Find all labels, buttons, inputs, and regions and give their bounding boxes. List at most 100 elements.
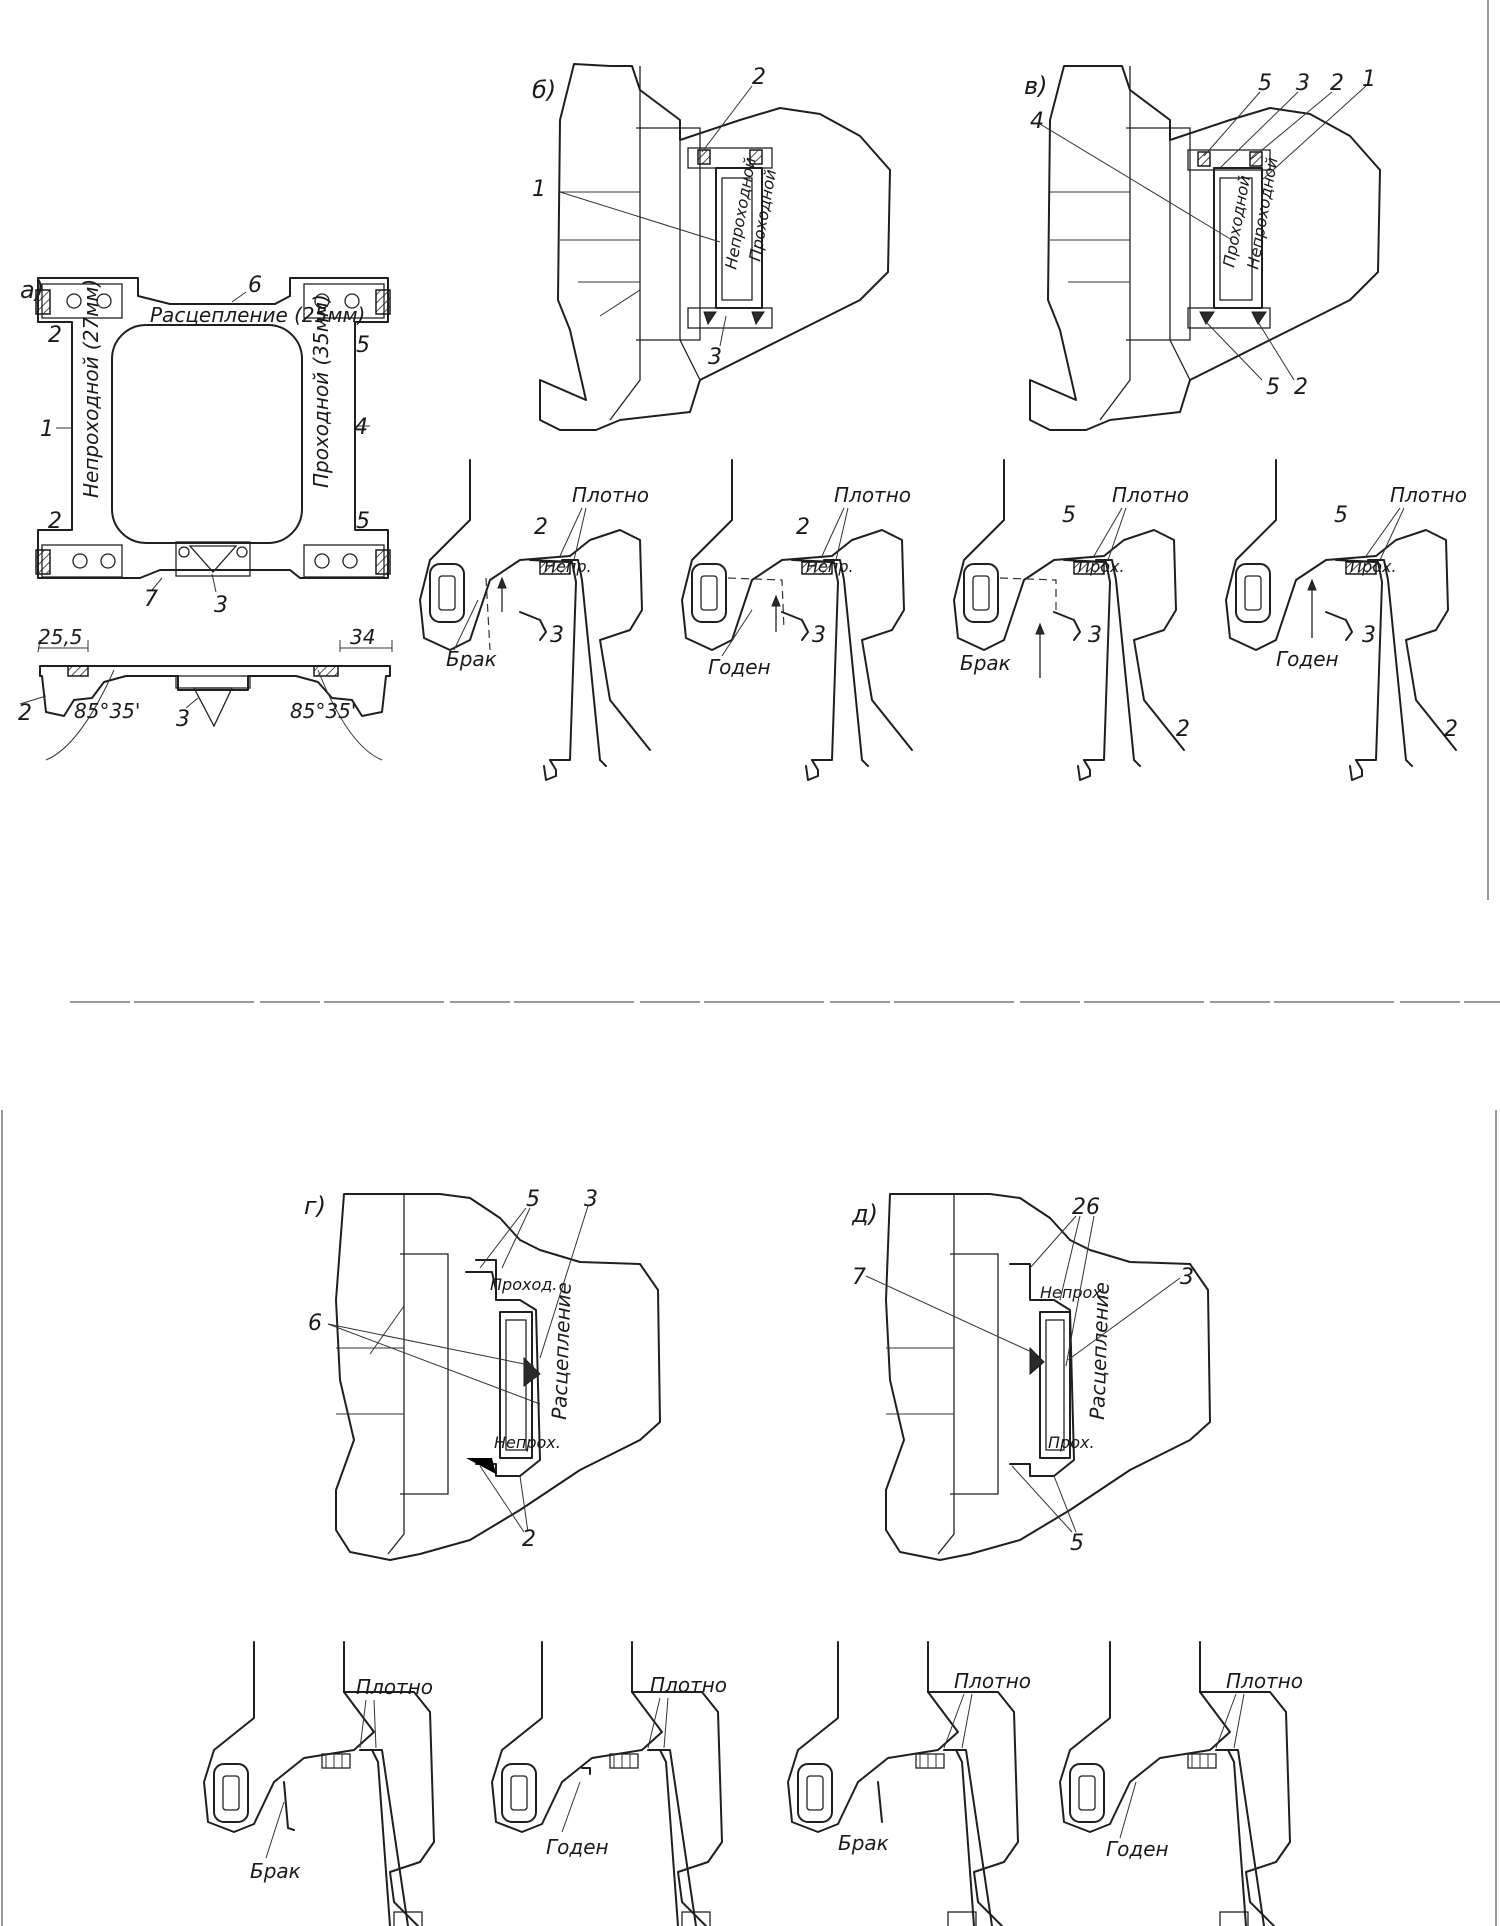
callout-2: 2 <box>48 323 62 348</box>
callout-v-3: 3 <box>1296 71 1310 96</box>
callout-3b: 3 <box>176 707 190 732</box>
detail-r1-1-tight: Плотно <box>572 483 649 507</box>
gauge-angle-right: 85°35' <box>290 699 356 723</box>
detail-r1-3-tight: Плотно <box>1112 483 1189 507</box>
detail-r2-1: Плотно Брак <box>203 1641 435 1926</box>
callout-2c: 2 <box>18 701 32 726</box>
callout-d-6: 6 <box>1086 1195 1100 1220</box>
callout-5b: 5 <box>356 509 370 534</box>
callout-g-3: 3 <box>584 1187 598 1212</box>
callout-1: 1 <box>40 417 54 442</box>
detail-r1-1: Плотно 2 Непр. 3 Брак <box>419 459 651 781</box>
gauge-dim-right: 34 <box>350 625 375 649</box>
detail-r1-4: Плотно 5 Прох. 3 2 Годен <box>1225 459 1467 781</box>
callout-b-3: 3 <box>708 345 722 370</box>
detail-r1-3: Плотно 5 Прох. 3 2 Брак <box>953 459 1190 781</box>
detail-r2-2-tight: Плотно <box>650 1673 727 1697</box>
detail-r1-2-n-mid: 3 <box>812 623 826 648</box>
gauge-plan-view: а) Расцепление (25мм) Непроходно <box>20 273 391 618</box>
detail-r2-2: Плотно Годен <box>491 1641 727 1926</box>
detail-r2-1-tight: Плотно <box>356 1675 433 1699</box>
detail-r2-1-verdict: Брак <box>250 1859 301 1883</box>
callout-v-5b: 5 <box>1266 375 1280 400</box>
gauge-window <box>111 324 303 544</box>
detail-r1-2-n-top: 2 <box>796 515 810 540</box>
gauge-v-side-text-2: Непроходной <box>1243 156 1281 271</box>
callout-v-4: 4 <box>1030 109 1044 134</box>
gauge-angle-left: 85°35' <box>74 699 140 723</box>
detail-r2-3: Плотно Брак <box>787 1641 1031 1926</box>
detail-r1-1-verdict: Брак <box>446 647 497 671</box>
gauge-d-side-text: Расцепление <box>1085 1282 1114 1421</box>
callout-7: 7 <box>144 587 158 612</box>
detail-r1-3-n-bot: 2 <box>1176 717 1190 742</box>
detail-r1-1-n-mid: 3 <box>550 623 564 648</box>
gauge-center-hook <box>175 541 251 577</box>
callout-v-1: 1 <box>1362 67 1376 92</box>
callout-b-2: 2 <box>752 65 766 90</box>
gauge-d-bottom-tag: Прох. <box>1048 1433 1095 1452</box>
detail-r1-3-n-top: 5 <box>1062 503 1076 528</box>
detail-r1-4-n-mid: 3 <box>1362 623 1376 648</box>
callout-v-2: 2 <box>1330 71 1344 96</box>
panel-label-g: г) <box>304 1192 326 1220</box>
callout-g-6: 6 <box>308 1311 322 1336</box>
gauge-corner-studs <box>35 283 391 578</box>
gauge-label-go: Проходной (35мм) <box>309 294 333 488</box>
gauge-g-bottom-tag: Непрох. <box>494 1433 561 1452</box>
detail-row-2: Плотно Брак Плотно Годен <box>203 1641 1303 1926</box>
detail-r1-1-tag: Непр. <box>544 557 592 576</box>
gauge-in-coupler-b: Непроходной Проходной <box>687 147 780 329</box>
callout-d-3: 3 <box>1180 1265 1194 1290</box>
callout-v-2b: 2 <box>1294 375 1308 400</box>
gauge-in-coupler-g: Проход. Непрох. Расцепление <box>465 1259 576 1477</box>
gauge-plate-outline <box>37 277 389 579</box>
callout-d-5: 5 <box>1070 1531 1084 1556</box>
panel-label-v: в) <box>1024 72 1048 100</box>
gauge-in-coupler-d: Непрох. Прох. Расцепление <box>1009 1263 1114 1477</box>
gauge-in-coupler-v: Проходной Непроходной <box>1187 149 1282 329</box>
detail-r1-3-verdict: Брак <box>960 651 1011 675</box>
coupler-view-b: б) Непроходной Проходной 1 2 3 <box>532 63 891 431</box>
detail-r1-4-tag: Прох. <box>1350 557 1397 576</box>
gauge-dim-left: 25,5 <box>38 625 83 649</box>
detail-r2-3-verdict: Брак <box>838 1831 889 1855</box>
gauge-label-no-go: Непроходной (27мм) <box>79 279 103 498</box>
detail-r1-2-tight: Плотно <box>834 483 911 507</box>
detail-r2-4: Плотно Годен <box>1059 1641 1303 1926</box>
callout-g-2: 2 <box>522 1527 536 1552</box>
gauge-d-top-tag: Непрох. <box>1040 1283 1107 1302</box>
gauge-label-uncoupling: Расцепление (25мм) <box>150 303 365 327</box>
detail-r1-3-tag: Прох. <box>1078 557 1125 576</box>
detail-r2-4-tight: Плотно <box>1226 1669 1303 1693</box>
callout-b-1: 1 <box>532 177 546 202</box>
callout-2b: 2 <box>48 509 62 534</box>
detail-r1-4-n-bot: 2 <box>1444 717 1458 742</box>
gauge-g-top-tag: Проход. <box>490 1275 557 1294</box>
coupler-view-d: д) Непрох. Прох. Расцепление 7 2 6 3 5 <box>851 1193 1211 1561</box>
detail-r1-4-verdict: Годен <box>1276 647 1339 671</box>
detail-r1-2-verdict: Годен <box>708 655 771 679</box>
coupler-view-g: г) Проход. Непрох. Расцепление 6 5 3 2 <box>304 1187 661 1561</box>
callout-d-7: 7 <box>852 1265 866 1290</box>
detail-row-1: Плотно 2 Непр. 3 Брак Плотно 2 Непр. <box>419 459 1467 781</box>
detail-r2-3-tight: Плотно <box>954 1669 1031 1693</box>
detail-r1-2: Плотно 2 Непр. 3 Годен <box>681 459 913 781</box>
callout-3: 3 <box>214 593 228 618</box>
detail-r2-2-verdict: Годен <box>546 1835 609 1859</box>
panel-label-b: б) <box>532 76 556 104</box>
coupler-view-v: в) Проходной Непроходной 4 5 3 2 1 <box>1024 65 1381 431</box>
callout-g-5: 5 <box>526 1187 540 1212</box>
gauge-side-section: 25,5 34 2 3 85°35' 85°35' <box>18 625 393 761</box>
detail-r1-4-tight: Плотно <box>1390 483 1467 507</box>
callout-6: 6 <box>248 273 262 298</box>
detail-r2-4-verdict: Годен <box>1106 1837 1169 1861</box>
detail-r1-1-n-top: 2 <box>534 515 548 540</box>
callout-d-2: 2 <box>1072 1195 1086 1220</box>
callout-5: 5 <box>356 333 370 358</box>
panel-label-d: д) <box>851 1200 878 1228</box>
gauge-g-side-text: Расцепление <box>547 1282 576 1421</box>
callout-4: 4 <box>354 415 368 440</box>
